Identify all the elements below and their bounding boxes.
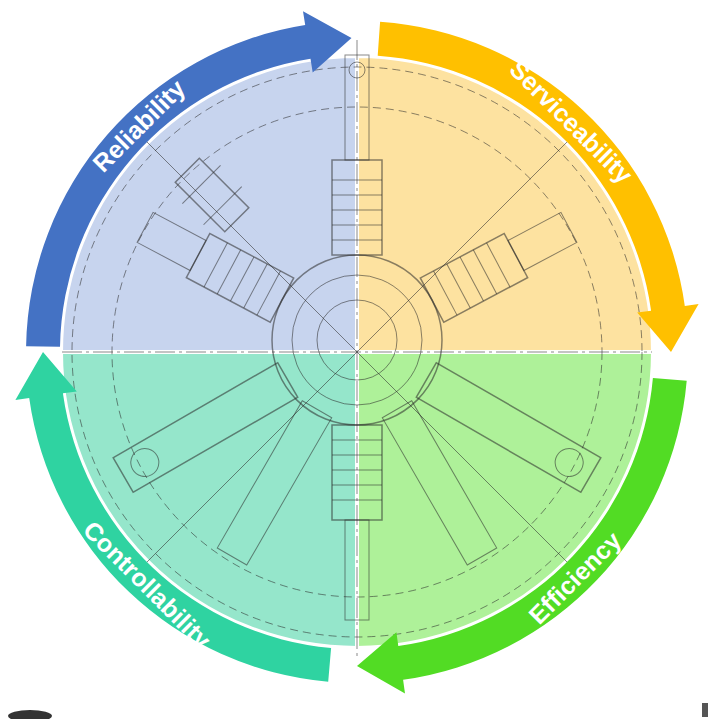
band-label: Serviceability <box>505 57 637 189</box>
band-shape <box>357 0 714 360</box>
exhaust-pipe <box>113 363 298 493</box>
band-label: Reliability <box>88 76 189 177</box>
crankcase <box>272 255 442 425</box>
exhaust-pipe <box>217 401 331 565</box>
band-label: Controllability <box>79 517 216 654</box>
band-shape <box>0 352 360 719</box>
corner-icon <box>8 710 52 719</box>
center-line <box>357 40 358 660</box>
cylinder <box>332 425 382 620</box>
exhaust-pipe <box>382 401 496 565</box>
curved-arrow <box>26 11 351 347</box>
band-shape <box>357 352 714 719</box>
hub <box>317 300 397 380</box>
exhaust-pipe <box>416 363 601 493</box>
arrow-band: Efficiency <box>357 352 714 719</box>
construction-line <box>140 135 574 569</box>
cylinder <box>420 205 580 322</box>
curved-arrow <box>378 22 699 352</box>
construction-line <box>140 135 574 569</box>
corner-icon <box>702 703 708 717</box>
band-label: Efficiency <box>525 527 626 628</box>
arrow-band: Serviceability <box>357 0 714 360</box>
crankcase <box>292 275 422 405</box>
arrow-band: Controllability <box>0 352 360 719</box>
arrow-band: Reliability <box>0 0 360 360</box>
cylinder <box>332 55 382 255</box>
curved-arrow <box>15 352 331 682</box>
intake-tube <box>168 151 256 239</box>
curved-arrow <box>357 378 687 694</box>
band-shape <box>0 0 360 360</box>
cylinder <box>133 205 293 322</box>
